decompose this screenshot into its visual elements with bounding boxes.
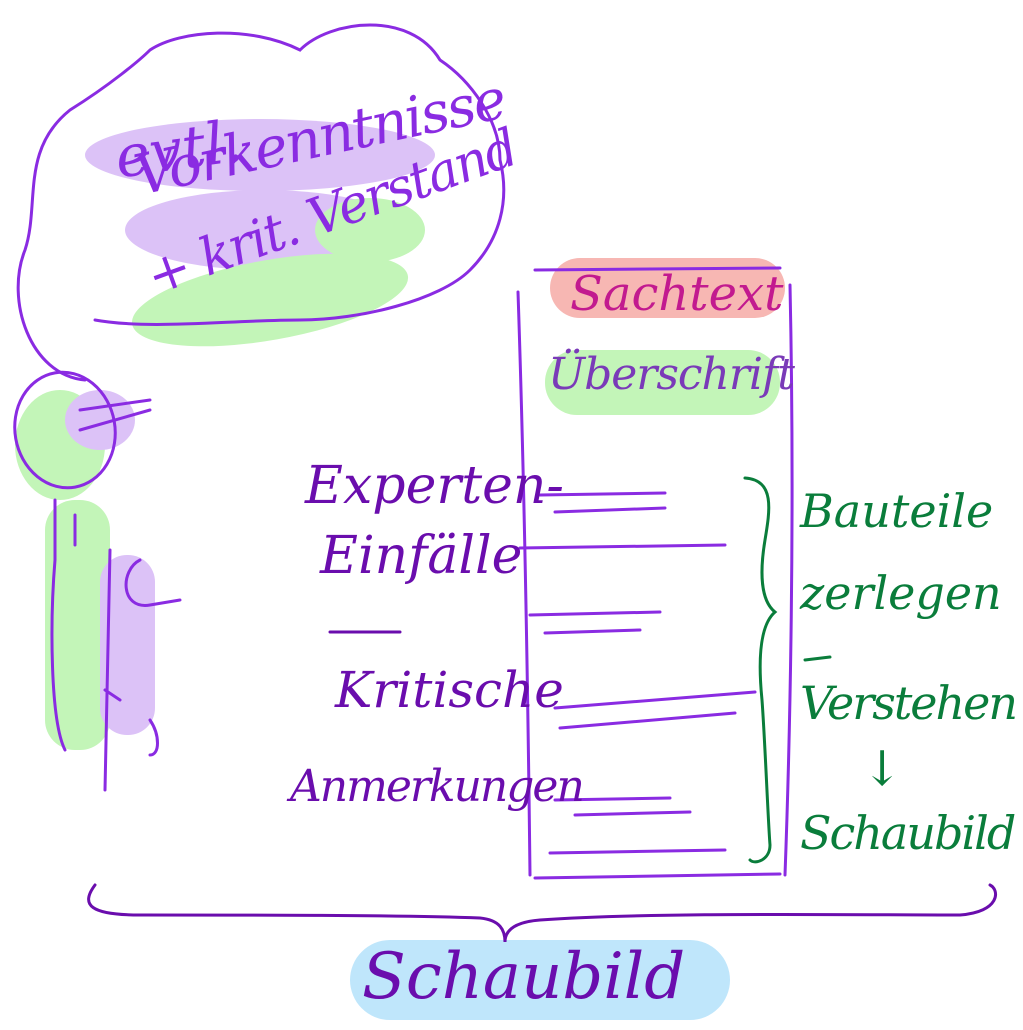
person-figure-highlights bbox=[15, 390, 155, 750]
bottom-label-schaubild: Schaubild bbox=[362, 940, 686, 1014]
document-text-lines bbox=[518, 491, 757, 855]
step-schaubild: Schaubild bbox=[800, 806, 1016, 860]
right-curly-bracket bbox=[743, 476, 778, 864]
annotation-critical-line2: Anmerkungen bbox=[290, 761, 585, 812]
document-heading: Überschrift bbox=[548, 349, 795, 400]
annotation-critical-line1: Kritische bbox=[335, 661, 564, 719]
blue-highlight-schaubild bbox=[350, 940, 730, 1020]
thought-cloud-outline bbox=[16, 23, 506, 382]
step-verstehen: Verstehen bbox=[800, 676, 1018, 730]
person-figure bbox=[13, 370, 182, 792]
red-highlight-sachtext bbox=[550, 258, 785, 318]
step-dash bbox=[803, 655, 832, 662]
document-frame bbox=[516, 266, 794, 880]
step-bauteile: Bauteile bbox=[800, 484, 994, 538]
annotation-experts-line2: Einfälle bbox=[320, 526, 523, 586]
step-zerlegen: zerlegen bbox=[800, 566, 1002, 620]
step-arrow: ↓ bbox=[862, 741, 903, 797]
annotation-experts-line1: Experten- bbox=[305, 456, 564, 516]
bottom-curly-brace bbox=[87, 883, 998, 943]
green-highlight-heading bbox=[545, 350, 780, 415]
document-title: Sachtext bbox=[570, 266, 784, 322]
